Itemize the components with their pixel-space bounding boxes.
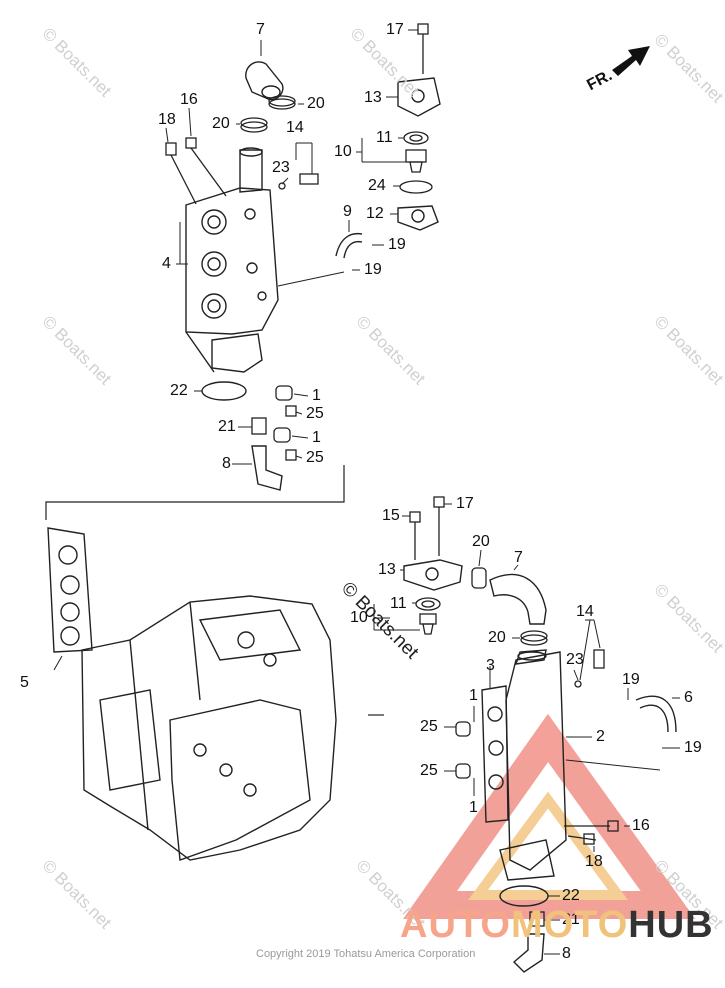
manifold-upper (185, 147, 279, 373)
bolt-17-lower (433, 496, 445, 556)
callout-label: 18 (585, 853, 603, 870)
callout-label: 14 (576, 603, 594, 620)
callout-label: 1 (469, 687, 478, 704)
sensor-23-upper (278, 173, 319, 190)
bolt-16-upper (185, 137, 227, 197)
callout-label: 21 (562, 911, 580, 928)
callout-label: 19 (684, 739, 702, 756)
grommet-1-upper-a (275, 385, 293, 401)
callout-label: 7 (256, 21, 265, 38)
callout-label: 5 (20, 674, 29, 691)
grommet-1-lower-a (455, 721, 471, 737)
front-direction-arrow-icon (612, 46, 650, 76)
clamp-20-lower-a (471, 567, 487, 589)
grommet-1-upper-b (273, 427, 291, 443)
clamp-upper-a (268, 95, 296, 110)
callout-label: 20 (307, 95, 325, 112)
oring-24-upper (399, 180, 433, 194)
callout-label: 20 (212, 115, 230, 132)
callout-label: 17 (386, 21, 404, 38)
callout-label: 6 (684, 689, 693, 706)
callout-label: 17 (456, 495, 474, 512)
screw-25-upper-a (285, 405, 297, 417)
callout-label: 24 (368, 177, 386, 194)
callout-label: 1 (469, 799, 478, 816)
callout-label: 1 (312, 429, 321, 446)
callout-label: 16 (180, 91, 198, 108)
gasket-5 (47, 527, 93, 653)
seal-11-upper (403, 131, 429, 145)
brand-part-2: MOTO (510, 904, 629, 946)
cover-12-upper (397, 205, 439, 231)
callout-label: 11 (390, 595, 407, 612)
grommet-1-lower-b (455, 763, 471, 779)
callout-label: 15 (382, 507, 400, 524)
elbow-hose-upper (245, 61, 284, 101)
clamp-20-lower-b (520, 630, 548, 646)
callout-label: 20 (472, 533, 490, 550)
callout-label: 1 (312, 387, 321, 404)
thermostat-cover-lower (403, 559, 463, 591)
bolt-16-lower (564, 820, 619, 832)
callout-label: 18 (158, 111, 176, 128)
callout-label: 9 (343, 203, 352, 220)
thermostat-10-upper (405, 149, 427, 173)
manifold-2-lower (499, 649, 567, 881)
callout-label: 19 (388, 236, 406, 253)
cap-21-upper (251, 417, 267, 435)
callout-label: 22 (170, 382, 188, 399)
callout-label: 16 (632, 817, 650, 834)
callout-label: 10 (350, 609, 368, 626)
callout-label: 23 (566, 651, 584, 668)
callout-label: 13 (378, 561, 396, 578)
gasket-22-upper (201, 381, 247, 401)
seal-11-lower (415, 597, 441, 611)
hose-7-lower (489, 573, 547, 625)
brand-part-3: HUB (628, 904, 714, 946)
engine-block (81, 595, 337, 861)
bolt-18-upper (165, 142, 197, 205)
screw-25-upper-b (285, 449, 297, 461)
bolt-15-lower (409, 511, 421, 560)
copyright-text: Copyright 2019 Tohatsu America Corporati… (256, 948, 476, 960)
sensor-23-lower (574, 649, 605, 688)
callout-label: 21 (218, 418, 236, 435)
brand-watermark: AUTOMOTOHUB (400, 904, 714, 947)
group-bracket-line (45, 465, 345, 520)
hose-9-upper (335, 232, 363, 259)
bolt-17-upper (417, 23, 429, 74)
callout-label: 7 (514, 549, 523, 566)
callout-label: 4 (162, 255, 171, 272)
bolt-18-lower (567, 833, 597, 845)
callout-label: 10 (334, 143, 352, 160)
callout-label: 13 (364, 89, 382, 106)
elbow-8-upper (251, 445, 283, 491)
callout-label: 19 (364, 261, 382, 278)
clamp-upper-b (240, 117, 268, 133)
brand-part-1: AUTO (400, 904, 511, 946)
callout-label: 20 (488, 629, 506, 646)
callout-label: 14 (286, 119, 304, 136)
callout-label: 25 (420, 718, 438, 735)
thermostat-10-lower (419, 613, 437, 635)
cap-21-lower (529, 911, 545, 927)
callout-label: 8 (222, 455, 231, 472)
callout-label: 11 (376, 129, 393, 146)
callout-label: 12 (366, 205, 384, 222)
elbow-8-lower (512, 933, 545, 973)
callout-label: 2 (596, 728, 605, 745)
callout-label: 19 (622, 671, 640, 688)
gasket-3-lower (481, 685, 509, 823)
callout-label: 25 (306, 449, 324, 466)
thermostat-cover-upper (397, 77, 441, 117)
callout-label: 3 (486, 657, 495, 674)
callout-label: 23 (272, 159, 290, 176)
callout-label: 22 (562, 887, 580, 904)
leader-lines (53, 29, 680, 955)
callout-label: 25 (420, 762, 438, 779)
hose-6-lower (635, 695, 677, 733)
callout-label: 8 (562, 945, 571, 962)
callout-label: 25 (306, 405, 324, 422)
